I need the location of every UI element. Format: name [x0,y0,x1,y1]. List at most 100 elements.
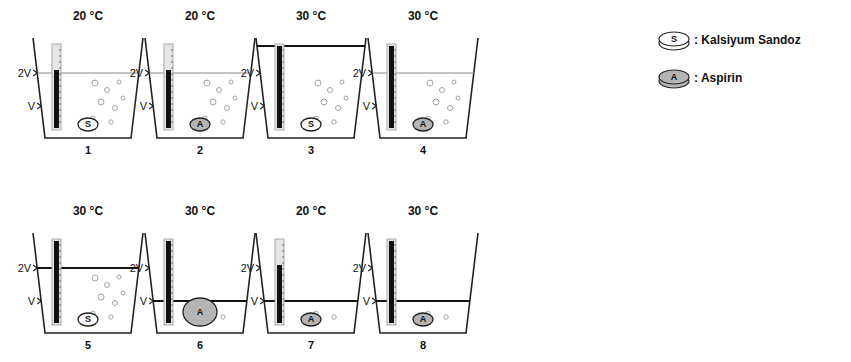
thermometer-scale [282,56,284,57]
tablet-letter: A [671,73,678,82]
thermometer-scale [282,122,284,123]
thermometer-scale [59,86,61,87]
thermometer-scale [282,92,284,93]
gas-bubble [229,80,233,84]
thermometer-scale [394,116,396,117]
volume-mark [145,70,149,76]
thermometer-scale [282,80,284,81]
thermometer-scale [394,269,396,270]
thermometer-scale [282,311,284,312]
thermometer-column [166,70,171,128]
thermometer-scale [59,275,61,276]
gas-bubble [210,99,216,105]
thermometer-scale [282,281,284,282]
thermometer-scale [282,68,284,69]
thermometer-scale [59,317,61,318]
thermometer-scale [394,281,396,282]
gas-bubble [444,120,448,124]
volume-label: V [251,296,258,307]
gas-bubble [217,88,222,93]
tablet: A [412,117,434,132]
tablet-top [659,70,689,84]
thermometer-scale [59,56,61,57]
volume-label: 2V [353,263,366,274]
gas-bubble [328,88,333,93]
tablet-body [183,298,217,326]
thermometer-scale [282,104,284,105]
volume-label: V [363,101,370,112]
temperature-label: 30 °C [73,205,103,217]
thermometer-scale [282,86,284,87]
thermometer-scale [59,281,61,282]
tablet-body [78,313,98,326]
thermometer-scale [59,269,61,270]
gas-bubble [452,80,456,84]
gas-bubble [456,96,460,100]
thermometer-scale [171,317,173,318]
legend-text: : Kalsiyum Sandoz [694,34,801,46]
thermometer-scale [171,80,173,81]
beaker-outline [256,233,366,333]
gas-bubble [221,315,225,319]
thermometer-scale [394,80,396,81]
thermometer-scale [171,311,173,312]
volume-label: 2V [18,68,31,79]
thermometer-column [54,241,59,323]
thermometer-scale [171,251,173,252]
thermometer-column [54,70,59,128]
tablet-body [301,313,321,326]
beaker-number: 6 [197,340,203,351]
thermometer-scale [59,68,61,69]
gas-bubble [105,88,110,93]
gas-bubble [233,96,237,100]
tablet-letter: A [420,315,427,324]
gas-bubble [121,291,125,295]
tablet: S [300,117,322,132]
gas-bubble [109,315,113,319]
thermometer-scale [394,263,396,264]
thermometer-column [166,241,171,323]
thermometer-scale [282,305,284,306]
tablet-body [190,118,210,131]
thermometer-scale [171,74,173,75]
thermometer-tube [52,239,61,325]
thermometer-scale [282,245,284,246]
volume-label: V [28,101,35,112]
gas-bubble [448,106,453,111]
tablet-letter: A [420,120,427,129]
thermometer-scale [171,68,173,69]
volume-mark [33,70,37,76]
thermometer-tube [52,44,61,130]
thermometer-scale [282,269,284,270]
gas-bubble [332,120,336,124]
beaker-outline [33,233,143,333]
thermometer-scale [171,281,173,282]
thermometer-scale [394,257,396,258]
tablet-letter: A [197,120,204,129]
thermometer-scale [59,122,61,123]
gas-bubble [113,106,118,111]
thermometer-scale [282,110,284,111]
thermometer-tube [387,239,396,325]
volume-mark [145,265,149,271]
volume-mark [33,265,37,271]
thermometer-scale [394,104,396,105]
tablet-body [413,118,433,131]
thermometer-scale [59,110,61,111]
thermometer-scale [394,293,396,294]
tablet: A [412,312,434,327]
tablet: S [77,312,99,327]
gas-bubble [117,275,121,279]
volume-label: V [140,296,147,307]
volume-mark [37,298,41,304]
gas-bubble [109,120,113,124]
thermometer-scale [171,263,173,264]
thermometer-scale [171,62,173,63]
thermometer-scale [59,50,61,51]
tablet-letter: S [308,120,314,129]
volume-mark [256,265,260,271]
thermometer-scale [59,116,61,117]
thermometer-scale [282,287,284,288]
thermometer-scale [171,293,173,294]
beaker-number: 5 [85,340,91,351]
